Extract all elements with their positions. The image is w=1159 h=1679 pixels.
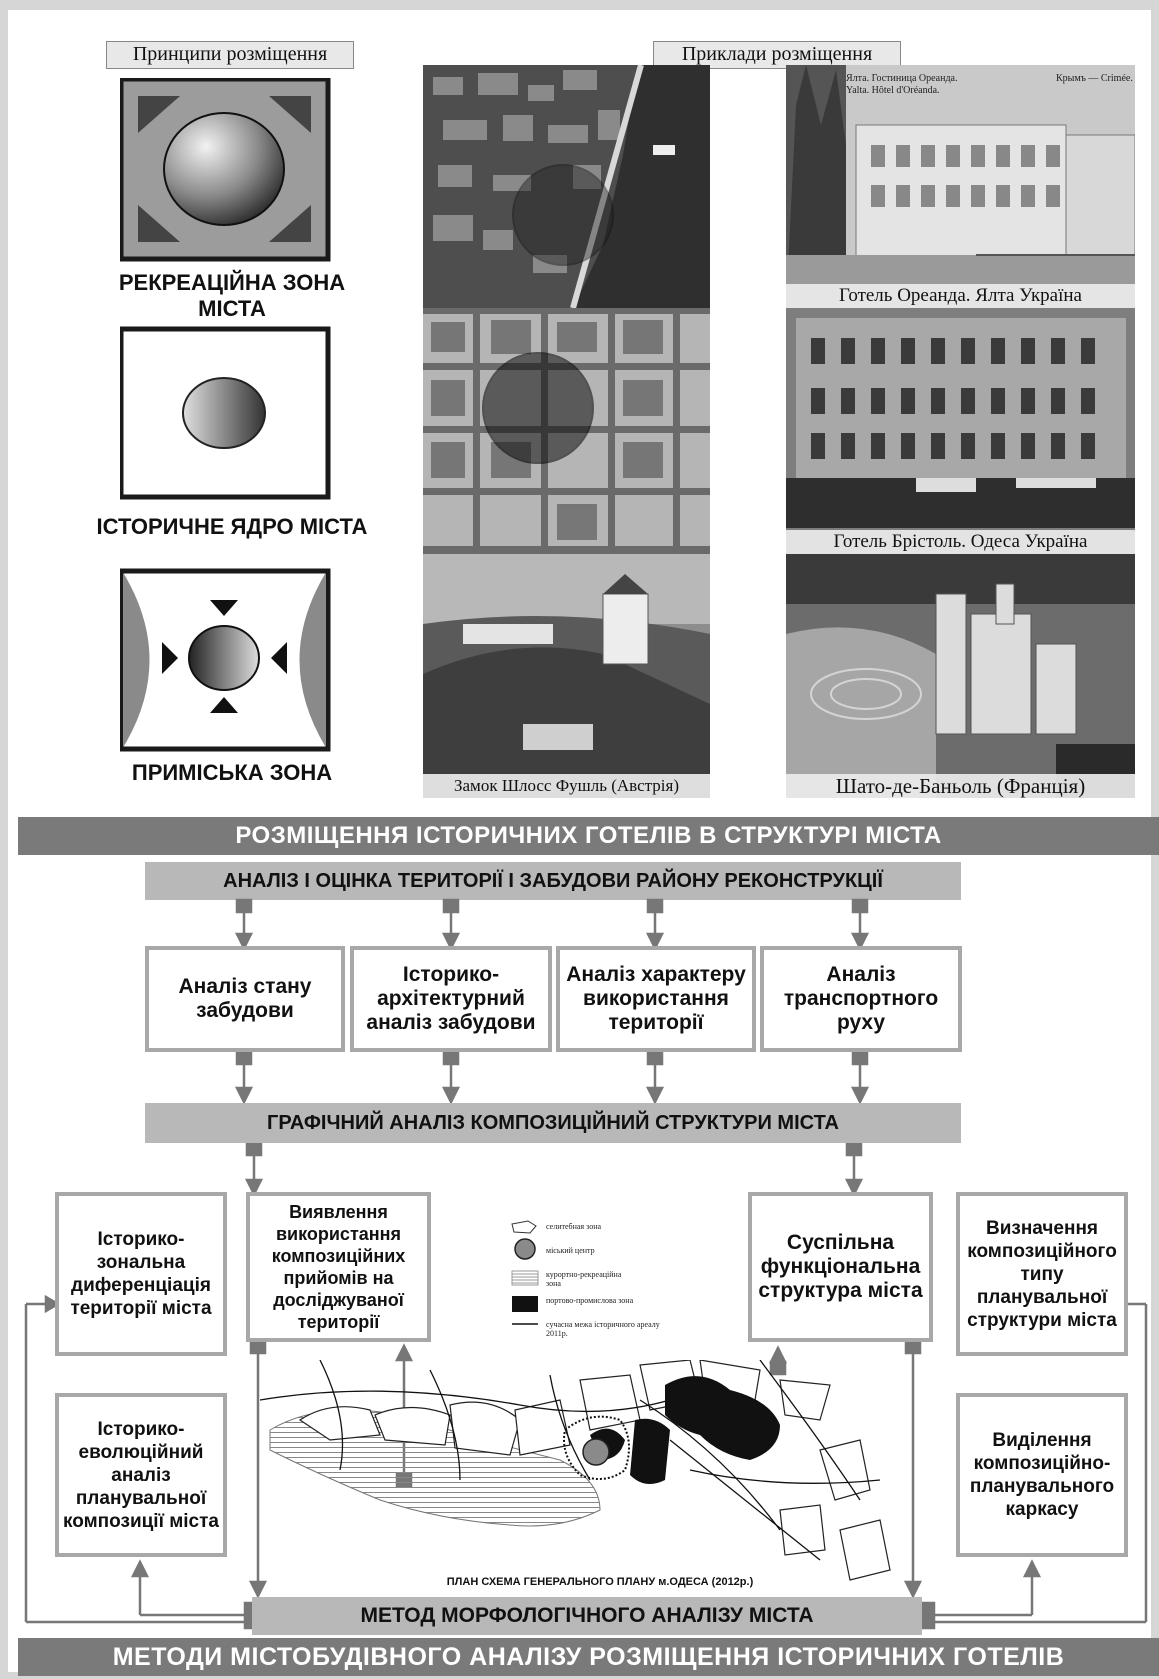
legend-residential-icon — [511, 1220, 537, 1234]
morphological-method-bar: МЕТОД МОРФОЛОГІЧНОГО АНАЛІЗУ МІСТА — [252, 1597, 922, 1635]
left-box-zonal-differentiation-label: Історико-зональна диференціація територі… — [70, 1229, 212, 1319]
analysis-box-traffic: Аналіз транспортного руху — [760, 946, 962, 1052]
analysis-box-traffic-label: Аналіз транспортного руху — [783, 963, 939, 1034]
photo-bagnols: Шато-де-Баньоль (Франція) — [786, 554, 1135, 798]
photo-bristol: Готель Брістоль. Одеса Україна — [786, 308, 1135, 554]
postcard-title-left2: Yalta. Hôtel d'Oréanda. — [846, 85, 940, 96]
analysis-box-building-state: Аналіз стану забудови — [145, 946, 345, 1052]
photo-aerial-coast — [423, 65, 710, 308]
section-title-placement: РОЗМІЩЕННЯ ІСТОРИЧНИХ ГОТЕЛІВ В СТРУКТУР… — [18, 817, 1159, 855]
social-functional-structure-box: Суспільна функціональна структура міста — [748, 1192, 933, 1342]
arrow-analysis-to-box1 — [234, 898, 254, 951]
arrow-graphic-to-reveal — [244, 1141, 264, 1197]
left-box-zonal-differentiation: Історико-зональна диференціація територі… — [55, 1192, 227, 1356]
zone-caption-suburban: ПРИМІСЬКА ЗОНА — [131, 760, 333, 785]
right-box-compositional-framework-label: Виділення композиційно-планувального кар… — [969, 1430, 1115, 1520]
reveal-compositional-techniques-box: Виявлення використання композиційних при… — [246, 1192, 431, 1342]
arrow-social-to-method — [903, 1339, 923, 1599]
analysis-box-building-state-label: Аналіз стану забудови — [178, 975, 312, 1022]
principles-header: Принципи розміщення — [106, 41, 354, 69]
odessa-plan-map — [260, 1360, 891, 1581]
zone-caption-historic: ІСТОРИЧНЕ ЯДРО МІСТА — [96, 514, 368, 539]
arrow-reveal-to-method — [248, 1339, 268, 1599]
caption-bagnols: Шато-де-Баньоль (Франція) — [786, 774, 1135, 798]
graphic-analysis-bar: ГРАФІЧНИЙ АНАЛІЗ КОМПОЗИЦІЙНИЙ СТРУКТУРИ… — [145, 1103, 961, 1143]
arrow-method-to-left-lower — [130, 1559, 248, 1617]
legend-city-center-icon — [514, 1238, 536, 1260]
zone-caption-recreational: РЕКРЕАЦІЙНА ЗОНА МІСТА — [118, 270, 346, 321]
arrow-box4-to-graphic — [850, 1050, 870, 1105]
legend-residential-label: селитебная зона — [546, 1222, 602, 1231]
arrow-method-to-right-lower — [920, 1559, 1042, 1617]
arrow-analysis-to-box2 — [441, 898, 461, 951]
arrow-analysis-to-box3 — [645, 898, 665, 951]
arrow-box3-to-graphic — [645, 1050, 665, 1105]
arrow-box1-to-graphic — [234, 1050, 254, 1105]
map-caption: ПЛАН СХЕМА ГЕНЕРАЛЬНОГО ПЛАНУ м.ОДЕСА (2… — [446, 1576, 754, 1588]
historic-core-icon — [120, 326, 331, 500]
caption-bristol: Готель Брістоль. Одеса Україна — [786, 530, 1135, 554]
right-box-compositional-type: Визначення композиційного типу плануваль… — [956, 1192, 1128, 1356]
recreational-zone-icon — [120, 78, 331, 262]
examples-header: Приклади розміщення — [653, 41, 901, 69]
suburban-zone-icon — [120, 568, 331, 752]
analysis-box-land-use: Аналіз характеру використання території — [556, 946, 756, 1052]
caption-fuschl: Замок Шлосс Фушль (Австрія) — [423, 774, 710, 798]
photo-oreanda: Ялта. Гостиница Ореанда. Yalta. Hôtel d'… — [786, 65, 1135, 308]
analysis-box-land-use-label: Аналіз характеру використання території — [566, 963, 746, 1034]
photo-aerial-grid — [423, 308, 710, 554]
left-box-evolutionary-analysis: Історико-еволюційний аналіз планувальної… — [55, 1393, 227, 1557]
legend-city-center-label: міський центр — [546, 1246, 595, 1255]
left-box-evolutionary-analysis-label: Історико-еволюційний аналіз планувальної… — [63, 1418, 219, 1532]
legend-boundary-label: сучасна межа історичного ареалу 2011р. — [546, 1320, 660, 1338]
legend-port-icon — [512, 1296, 538, 1312]
right-box-compositional-framework: Виділення композиційно-планувального кар… — [956, 1393, 1128, 1557]
caption-oreanda: Готель Ореанда. Ялта Україна — [786, 284, 1135, 308]
social-functional-structure-label: Суспільна функціональна структура міста — [758, 1231, 923, 1302]
reveal-compositional-techniques-label: Виявлення використання композиційних при… — [271, 1202, 406, 1332]
analysis-bar: АНАЛІЗ І ОЦІНКА ТЕРИТОРІЇ І ЗАБУДОВИ РАЙ… — [145, 862, 961, 900]
analysis-box-historic-architectural: Історико-архітектурний аналіз забудови — [350, 946, 552, 1052]
legend-port-label: портово-промислова зона — [546, 1296, 634, 1305]
postcard-title-right: Крымъ — Crimée. — [1056, 73, 1133, 84]
arrow-graphic-to-social — [844, 1141, 864, 1197]
right-box-compositional-type-label: Визначення композиційного типу плануваль… — [967, 1217, 1117, 1331]
postcard-title-left: Ялта. Гостиница Ореанда. — [846, 73, 958, 84]
arrow-box2-to-graphic — [441, 1050, 461, 1105]
photo-fuschl: Замок Шлосс Фушль (Австрія) — [423, 554, 710, 798]
bottom-title-urban-analysis-methods: МЕТОДИ МІСТОБУДІВНОГО АНАЛІЗУ РОЗМІЩЕННЯ… — [18, 1638, 1159, 1676]
analysis-box-historic-architectural-label: Історико-архітектурний аналіз забудови — [366, 963, 536, 1034]
arrow-analysis-to-box4 — [850, 898, 870, 951]
map-legend: селитебная зона міський центр курортно-р… — [508, 1216, 678, 1351]
arrow-map-to-social — [768, 1345, 788, 1376]
legend-resort-label: курортно-рекреаційна зона — [546, 1270, 622, 1288]
principle-diagrams — [120, 78, 331, 752]
